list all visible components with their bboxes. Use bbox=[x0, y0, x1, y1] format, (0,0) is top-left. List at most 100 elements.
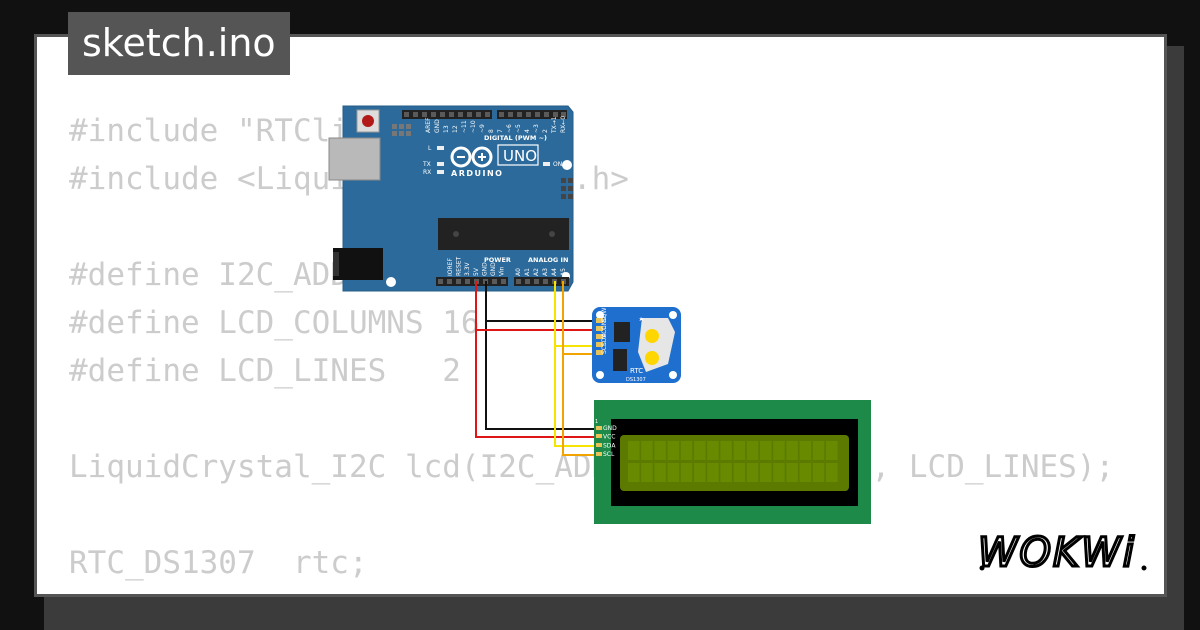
wire-5v-lcd[interactable] bbox=[475, 300, 597, 438]
rtc-pin-label: VCC bbox=[601, 326, 608, 338]
wires bbox=[475, 281, 597, 456]
digital-pin-label: 8 bbox=[488, 129, 495, 133]
board-model: UNO bbox=[503, 147, 537, 165]
lcd-character-cells bbox=[628, 441, 838, 482]
lcd-cell bbox=[733, 463, 746, 482]
file-tab-title: sketch.ino bbox=[82, 21, 276, 65]
lcd-cell bbox=[694, 441, 706, 460]
lcd-cell bbox=[760, 441, 772, 460]
label-on: ON bbox=[553, 161, 562, 168]
wire-scl-rtc[interactable] bbox=[562, 281, 597, 355]
lcd-pin-label: SDA bbox=[603, 442, 616, 449]
label-rx: RX bbox=[423, 169, 431, 176]
wire-gnd-lcd[interactable] bbox=[485, 300, 597, 430]
code-line: #define LCD_COLUMNS 16 bbox=[69, 305, 480, 341]
digital-pin-label: ~5 bbox=[515, 124, 522, 133]
digital-pin-label: ~6 bbox=[506, 124, 513, 133]
digital-pin-label: RX←0 bbox=[560, 116, 567, 133]
wokwi-logo: WOKWi bbox=[977, 529, 1147, 576]
file-tab[interactable]: sketch.ino bbox=[68, 12, 290, 75]
power-header bbox=[436, 277, 508, 286]
led-l bbox=[437, 146, 444, 150]
wire-scl-lcd[interactable] bbox=[562, 350, 597, 456]
lcd-cell bbox=[654, 463, 666, 482]
digital-pin-label: 2 bbox=[542, 129, 549, 133]
digital-pin-label: 12 bbox=[452, 125, 459, 133]
power-pin-label: Vin bbox=[499, 266, 506, 276]
aref-label: AREF bbox=[425, 117, 432, 133]
led-rx bbox=[437, 170, 444, 174]
lcd-cell bbox=[720, 463, 732, 482]
rtc-chip-label: DS1307 bbox=[626, 377, 646, 383]
lcd-cell bbox=[746, 441, 759, 460]
label-tx: TX bbox=[422, 161, 431, 168]
lcd-cell bbox=[760, 463, 772, 482]
led-on bbox=[543, 162, 550, 166]
lcd-pin-label: GND bbox=[603, 425, 617, 432]
power-pin-label: 5V bbox=[473, 267, 480, 276]
power-pin-label: GND bbox=[490, 262, 497, 276]
rtc-crystal bbox=[613, 349, 627, 371]
code-line: String days[7] = {"Sun", "Mon", "Tue", "… bbox=[69, 587, 1164, 594]
reset-button-cap bbox=[362, 115, 374, 127]
digital-label: DIGITAL (PWM ~) bbox=[484, 134, 547, 142]
lcd-cell bbox=[641, 441, 653, 460]
lcd-pin1-label: 1 bbox=[595, 419, 598, 425]
rtc-pin-label: SQW bbox=[601, 307, 608, 322]
lcd-cell bbox=[628, 441, 640, 460]
rtc-name: RTC bbox=[630, 367, 643, 375]
rtc-chip bbox=[614, 322, 630, 342]
lcd-cell bbox=[667, 441, 680, 460]
board-brand: ARDUINO bbox=[451, 169, 503, 178]
lcd-cell bbox=[628, 463, 640, 482]
lcd-cell bbox=[826, 441, 838, 460]
lcd-pin-label: VCC bbox=[603, 434, 615, 441]
atmega-chip bbox=[438, 218, 569, 250]
arduino-uno-board[interactable]: L TX RX ON UNO ARDUINO DIGITAL (PWM ~) 1… bbox=[328, 105, 574, 292]
lcd-cell bbox=[680, 463, 693, 482]
digital-header-left bbox=[402, 110, 492, 119]
code-line: #define LCD_LINES 2 bbox=[69, 353, 461, 389]
label-l: L bbox=[428, 145, 432, 152]
lcd-cell bbox=[667, 463, 680, 482]
code-line: RTC_DS1307 rtc; bbox=[69, 545, 368, 581]
usb-port bbox=[328, 137, 381, 181]
lcd-cell bbox=[707, 441, 719, 460]
digital-pin-label: ~11 bbox=[461, 120, 468, 133]
battery-holder bbox=[638, 318, 675, 372]
lcd-cell bbox=[786, 463, 798, 482]
digital-pin-label: 13 bbox=[443, 125, 450, 133]
analog-pin-label: A5 bbox=[560, 268, 567, 276]
lcd-cell bbox=[799, 441, 812, 460]
analog-label: ANALOG IN bbox=[528, 256, 568, 264]
digital-pin-label: TX→1 bbox=[551, 116, 558, 134]
lcd-pin-label: SCL bbox=[603, 451, 615, 458]
analog-pin-label: A1 bbox=[524, 268, 531, 276]
lcd-cell bbox=[773, 463, 785, 482]
lcd-cell bbox=[799, 463, 812, 482]
lcd-cell bbox=[680, 441, 693, 460]
rtc-pin-label: SDA bbox=[601, 333, 608, 346]
power-pin-label: GND bbox=[481, 262, 488, 276]
gnd-top-label: GND bbox=[434, 119, 441, 133]
power-pin-label: RESET bbox=[456, 256, 463, 276]
lcd-cell bbox=[733, 441, 746, 460]
lcd-cell bbox=[786, 441, 798, 460]
wire-sda-lcd[interactable] bbox=[554, 340, 597, 447]
star-icon bbox=[639, 317, 644, 321]
lcd-cell bbox=[641, 463, 653, 482]
led-tx bbox=[437, 162, 444, 166]
lcd-cell bbox=[773, 441, 785, 460]
power-label: POWER bbox=[484, 256, 511, 264]
analog-pin-label: A3 bbox=[542, 268, 549, 276]
power-pin-label: IOREF bbox=[447, 258, 454, 276]
power-pin-label: 3.3V bbox=[464, 261, 471, 276]
lcd-cell bbox=[707, 463, 719, 482]
